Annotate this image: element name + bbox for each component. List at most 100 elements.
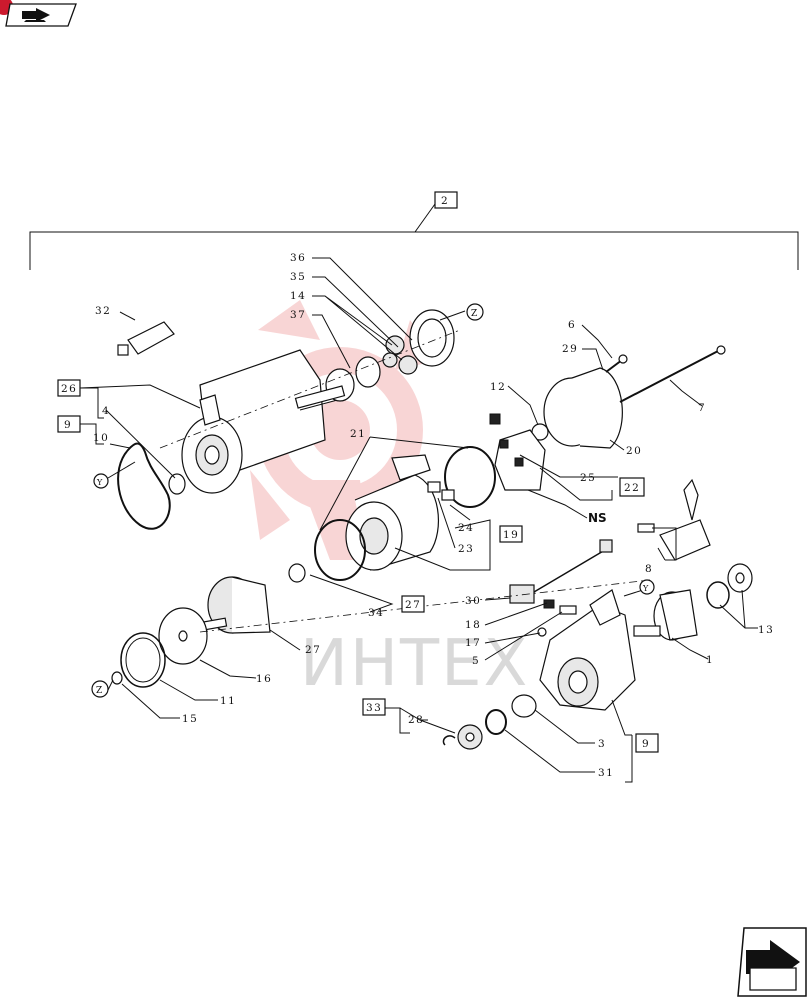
callout-25[interactable]: 25 xyxy=(580,472,596,484)
bushing-part xyxy=(168,473,186,495)
callout-16[interactable]: 16 xyxy=(256,673,272,685)
svg-text:30: 30 xyxy=(465,595,481,607)
armature-part xyxy=(202,576,271,634)
drive-housing-part xyxy=(539,589,636,711)
callout-z-bottom[interactable]: Z xyxy=(91,680,109,698)
svg-text:29: 29 xyxy=(562,343,578,355)
callout-27[interactable]: 27 xyxy=(305,644,321,656)
callout-8[interactable]: 8 xyxy=(645,563,653,575)
callout-13[interactable]: 13 xyxy=(758,624,774,636)
callout-22[interactable]: 22 xyxy=(619,477,645,497)
svg-text:19: 19 xyxy=(503,529,519,541)
callout-z-top[interactable]: Z xyxy=(466,303,484,321)
svg-text:15: 15 xyxy=(182,713,198,725)
callout-33[interactable]: 33 xyxy=(362,698,386,716)
svg-text:27: 27 xyxy=(305,644,321,656)
svg-text:22: 22 xyxy=(624,482,640,494)
callout-15[interactable]: 15 xyxy=(182,713,198,725)
field-frame-part xyxy=(345,454,439,571)
callout-1[interactable]: 1 xyxy=(706,654,714,666)
svg-text:20: 20 xyxy=(626,445,642,457)
o-ring-part xyxy=(444,446,496,508)
washer-part xyxy=(355,356,381,388)
callout-20[interactable]: 20 xyxy=(626,445,642,457)
bearing-part xyxy=(288,563,306,583)
callout-4[interactable]: 4 xyxy=(102,405,110,417)
callout-14[interactable]: 14 xyxy=(290,290,306,302)
svg-text:17: 17 xyxy=(465,637,481,649)
svg-text:5: 5 xyxy=(472,655,480,667)
flat-gasket-part xyxy=(120,632,166,688)
svg-text:Z: Z xyxy=(471,309,477,319)
plunger-part xyxy=(294,368,355,409)
book-arrow-icon[interactable] xyxy=(0,0,77,27)
next-page-arrow-icon[interactable] xyxy=(737,927,807,997)
callout-24[interactable]: 24 xyxy=(458,522,474,534)
callout-28[interactable]: 28 xyxy=(408,714,424,726)
svg-text:Z: Z xyxy=(96,686,102,696)
callout-ns[interactable]: NS xyxy=(588,511,607,525)
svg-text:12: 12 xyxy=(490,381,506,393)
svg-text:NS: NS xyxy=(588,511,607,525)
callout-9-top[interactable]: 9 xyxy=(57,415,81,433)
svg-text:16: 16 xyxy=(256,673,272,685)
svg-text:27: 27 xyxy=(405,599,421,611)
svg-text:24: 24 xyxy=(458,522,474,534)
watermark-text: ИНТЕХ xyxy=(300,627,529,701)
housing-seal-part xyxy=(485,709,507,735)
callout-11[interactable]: 11 xyxy=(220,695,236,707)
callout-26[interactable]: 26 xyxy=(57,379,81,397)
svg-text:2: 2 xyxy=(441,195,449,207)
callout-21[interactable]: 21 xyxy=(350,428,366,440)
svg-text:35: 35 xyxy=(290,271,306,283)
callout-37[interactable]: 37 xyxy=(290,309,306,321)
callout-12[interactable]: 12 xyxy=(490,381,506,393)
callout-19[interactable]: 19 xyxy=(499,525,523,543)
gasket-part xyxy=(117,442,171,530)
svg-text:34: 34 xyxy=(368,607,384,619)
callout-7[interactable]: 7 xyxy=(698,402,706,414)
callout-32[interactable]: 32 xyxy=(95,305,111,317)
callout-31[interactable]: 31 xyxy=(598,767,614,779)
svg-text:10: 10 xyxy=(93,432,109,444)
callout-10[interactable]: 10 xyxy=(93,432,109,444)
drive-lever-part xyxy=(637,478,711,561)
svg-text:14: 14 xyxy=(290,290,306,302)
callout-17[interactable]: 17 xyxy=(465,637,481,649)
callout-30[interactable]: 30 xyxy=(465,595,481,607)
svg-text:7: 7 xyxy=(698,402,706,414)
callout-18[interactable]: 18 xyxy=(465,619,481,631)
callout-y-right[interactable]: Y xyxy=(639,579,655,595)
callout-9-bottom[interactable]: 9 xyxy=(635,733,659,753)
svg-text:21: 21 xyxy=(350,428,366,440)
brush-part xyxy=(427,481,441,493)
through-bolt-part xyxy=(619,349,721,403)
callout-36[interactable]: 36 xyxy=(290,252,306,264)
callout-23[interactable]: 23 xyxy=(458,543,474,555)
callout-34[interactable]: 34 xyxy=(368,607,384,619)
callout-35[interactable]: 35 xyxy=(290,271,306,283)
svg-text:3: 3 xyxy=(598,738,606,750)
callout-29[interactable]: 29 xyxy=(562,343,578,355)
svg-text:4: 4 xyxy=(102,405,110,417)
svg-text:25: 25 xyxy=(580,472,596,484)
solenoid-housing-part xyxy=(181,349,346,494)
svg-text:23: 23 xyxy=(458,543,474,555)
svg-text:31: 31 xyxy=(598,767,614,779)
svg-text:Y: Y xyxy=(642,584,649,593)
callout-y-left[interactable]: Y xyxy=(93,473,109,489)
brush-holder-part xyxy=(489,413,546,491)
svg-text:9: 9 xyxy=(64,419,72,431)
svg-text:6: 6 xyxy=(568,319,576,331)
snap-ring-part xyxy=(111,671,123,685)
stop-ring-part xyxy=(706,581,730,609)
callout-27-boxed[interactable]: 27 xyxy=(401,595,425,613)
o-ring-part-2 xyxy=(314,519,366,581)
callout-3[interactable]: 3 xyxy=(598,738,606,750)
svg-text:11: 11 xyxy=(220,695,236,707)
callout-6[interactable]: 6 xyxy=(568,319,576,331)
svg-text:18: 18 xyxy=(465,619,481,631)
callout-5[interactable]: 5 xyxy=(472,655,480,667)
svg-text:13: 13 xyxy=(758,624,774,636)
